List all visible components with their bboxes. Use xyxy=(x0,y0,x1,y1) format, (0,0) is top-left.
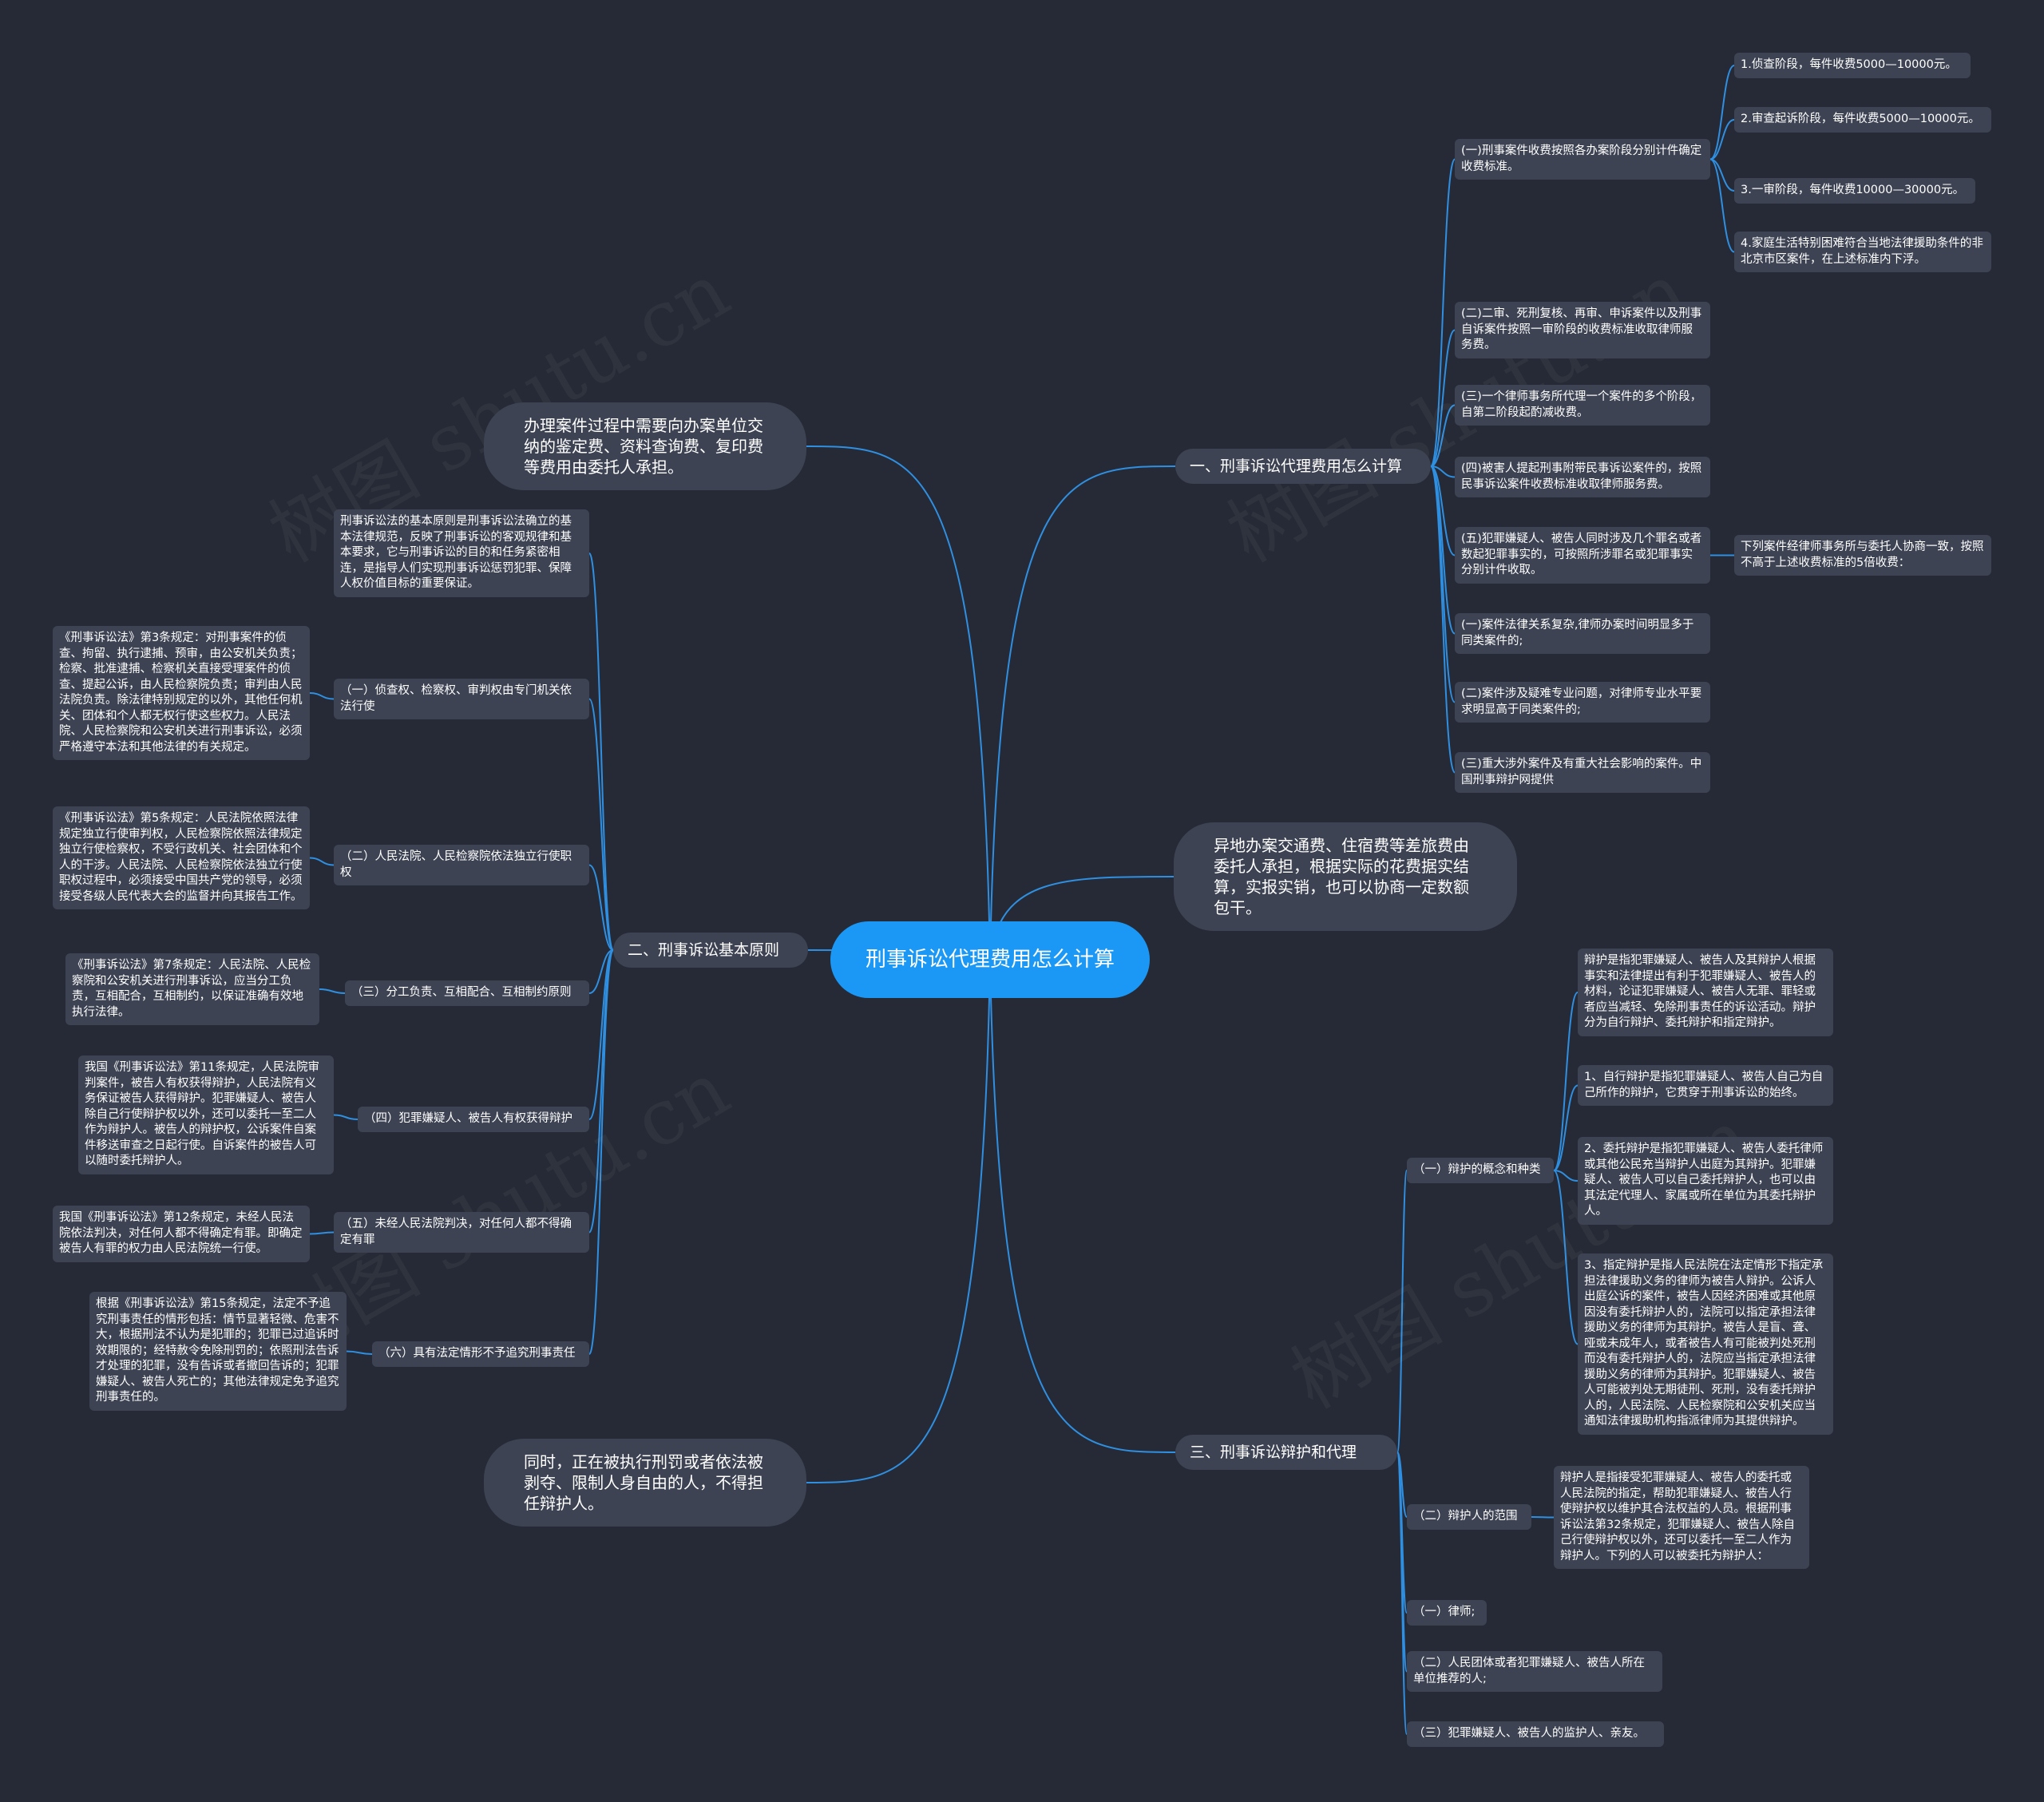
fee-stage-2[interactable]: 2.审查起诉阶段，每件收费5000—10000元。 xyxy=(1734,107,1991,133)
fee-stage-connector xyxy=(1709,119,1735,160)
root-connector xyxy=(806,446,991,960)
defense-type-connector xyxy=(1553,1084,1579,1171)
branch1-connector xyxy=(1430,404,1456,467)
root-connector xyxy=(989,959,1176,1453)
branch1-connector xyxy=(1430,465,1456,703)
fee-item-2[interactable]: (二)二审、死刑复核、再审、申诉案件以及刑事自诉案件按照一审阶段的收费标准收取律… xyxy=(1455,302,1710,358)
branch1-connector xyxy=(1430,465,1456,774)
fee-stage-connector xyxy=(1709,158,1735,192)
branch3-connector xyxy=(1396,1170,1408,1453)
branch2-connector xyxy=(588,949,614,1120)
principles-intro[interactable]: 刑事诉讼法的基本原则是刑事诉讼法确立的基本法律规范，反映了刑事诉讼的客观规律和基… xyxy=(334,509,589,597)
fee-stage-connector xyxy=(1709,65,1735,160)
fee-stage-connector xyxy=(1709,158,1735,253)
principle-detail-connector xyxy=(346,1350,373,1355)
branch-defense-agency[interactable]: 三、刑事诉讼辩护和代理 xyxy=(1175,1435,1397,1470)
branch2-connector xyxy=(588,552,614,951)
branch2-connector xyxy=(588,949,614,994)
fee-item-3[interactable]: (三)一个律师事务所代理一个案件的多个阶段，自第二阶段起酌减收费。 xyxy=(1455,385,1710,426)
fee-item-8[interactable]: (三)重大涉外案件及有重大社会影响的案件。中国刑事辩护网提供 xyxy=(1455,752,1710,793)
principle-3[interactable]: （三）分工负责、互相配合、互相制约原则 xyxy=(345,980,589,1006)
fee-item-6[interactable]: (一)案件法律关系复杂,律师办案时间明显多于同类案件的; xyxy=(1455,613,1710,654)
defense-concept-types[interactable]: （一）辩护的概念和种类 xyxy=(1407,1158,1554,1183)
defense-appointed[interactable]: 3、指定辩护是指人民法院在法定情形下指定承担法律援助义务的律师为被告人辩护。公诉… xyxy=(1578,1253,1833,1435)
branch-fee-calculation[interactable]: 一、刑事诉讼代理费用怎么计算 xyxy=(1175,449,1431,484)
branch-basic-principles[interactable]: 二、刑事诉讼基本原则 xyxy=(613,933,808,968)
fee-item-7[interactable]: (二)案件涉及疑难专业问题，对律师专业水平要求明显高于同类案件的; xyxy=(1455,682,1710,723)
floating-topic-fees[interactable]: 办理案件过程中需要向办案单位交纳的鉴定费、资料查询费、复印费等费用由委托人承担。 xyxy=(484,402,806,490)
principle-1-detail[interactable]: 《刑事诉讼法》第3条规定：对刑事案件的侦查、拘留、执行逮捕、预审，由公安机关负责… xyxy=(53,626,310,760)
branch1-connector xyxy=(1430,158,1456,467)
principle-detail-connector xyxy=(309,857,335,866)
root-connector xyxy=(806,959,991,1483)
defender-recommended[interactable]: （二）人民团体或者犯罪嫌疑人、被告人所在单位推荐的人; xyxy=(1407,1651,1662,1692)
principle-3-detail[interactable]: 《刑事诉讼法》第7条规定：人民法院、人民检察院和公安机关进行刑事诉讼，应当分工负… xyxy=(65,953,319,1025)
principle-5[interactable]: （五）未经人民法院判决，对任何人都不得确定有罪 xyxy=(334,1212,589,1253)
fee-item-1[interactable]: (一)刑事案件收费按照各办案阶段分别计件确定收费标准。 xyxy=(1455,139,1710,180)
principle-6[interactable]: （六）具有法定情形不予追究刑事责任 xyxy=(372,1341,589,1367)
fee-stage-3[interactable]: 3.一审阶段，每件收费10000—30000元。 xyxy=(1734,178,1975,204)
fee-item-5[interactable]: (五)犯罪嫌疑人、被告人同时涉及几个罪名或者数起犯罪事实的，可按照所涉罪名或犯罪… xyxy=(1455,527,1710,584)
branch1-connector xyxy=(1430,465,1456,478)
defender-scope-connector xyxy=(1531,1516,1555,1519)
principle-2-detail[interactable]: 《刑事诉讼法》第5条规定：人民法院依照法律规定独立行使审判权，人民检察院依照法律… xyxy=(53,806,310,909)
floating-topic-travel[interactable]: 异地办案交通费、住宿费等差旅费由委托人承担，根据实际的花费据实结算，实报实销，也… xyxy=(1174,822,1517,931)
principle-1[interactable]: （一）侦查权、检察权、审判权由专门机关依法行使 xyxy=(334,679,589,719)
principle-4[interactable]: （四）犯罪嫌疑人、被告人有权获得辩护 xyxy=(358,1107,589,1132)
fee-stage-4[interactable]: 4.家庭生活特别困难符合当地法律援助条件的非北京市区案件，在上述标准内下浮。 xyxy=(1734,232,1991,272)
defender-guardian[interactable]: （三）犯罪嫌疑人、被告人的监护人、亲友。 xyxy=(1407,1721,1664,1747)
branch2-connector xyxy=(588,864,614,951)
root-topic[interactable]: 刑事诉讼代理费用怎么计算 xyxy=(830,921,1150,998)
branch1-connector xyxy=(1430,465,1456,556)
principle-2[interactable]: （二）人民法院、人民检察院依法独立行使职权 xyxy=(334,845,589,885)
principle-5-detail[interactable]: 我国《刑事诉讼法》第12条规定，未经人民法院依法判决，对任何人都不得确定有罪。即… xyxy=(53,1206,310,1262)
defense-self[interactable]: 1、自行辩护是指犯罪嫌疑人、被告人自己为自己所作的辩护，它贯穿于刑事诉讼的始终。 xyxy=(1578,1065,1833,1106)
defense-type-connector xyxy=(1553,992,1579,1171)
principle-detail-connector xyxy=(309,1231,335,1235)
branch2-connector xyxy=(588,698,614,951)
defender-scope[interactable]: （二）辩护人的范围 xyxy=(1407,1504,1531,1530)
branch2-connector xyxy=(588,949,614,1355)
defender-scope-detail[interactable]: 辩护人是指接受犯罪嫌疑人、被告人的委托或人民法院的指定，帮助犯罪嫌疑人、被告人行… xyxy=(1554,1466,1809,1569)
principle-detail-connector xyxy=(309,692,335,700)
fee-item-5-note[interactable]: 下列案件经律师事务所与委托人协商一致，按照不高于上述收费标准的5倍收费： xyxy=(1734,535,1991,576)
defense-definition[interactable]: 辩护是指犯罪嫌疑人、被告人及其辩护人根据事实和法律提出有利于犯罪嫌疑人、被告人的… xyxy=(1578,949,1833,1036)
defender-lawyer[interactable]: （一）律师; xyxy=(1407,1600,1487,1626)
principle-detail-connector xyxy=(319,988,346,994)
branch3-connector xyxy=(1396,1452,1408,1735)
defense-type-connector xyxy=(1553,1170,1579,1182)
defense-type-connector xyxy=(1553,1170,1579,1345)
principle-detail-connector xyxy=(333,1114,358,1120)
fee-item-4[interactable]: (四)被害人提起刑事附带民事诉讼案件的，按照民事诉讼案件收费标准收取律师服务费。 xyxy=(1455,457,1710,497)
fee-stage-1[interactable]: 1.侦查阶段，每件收费5000—10000元。 xyxy=(1734,53,1971,78)
defense-entrusted[interactable]: 2、委托辩护是指犯罪嫌疑人、被告人委托律师或其他公民充当辩护人出庭为其辩护。犯罪… xyxy=(1578,1137,1833,1225)
principle-4-detail[interactable]: 我国《刑事诉讼法》第11条规定，人民法院审判案件，被告人有权获得辩护，人民法院有… xyxy=(78,1055,334,1174)
branch1-connector xyxy=(1430,329,1456,467)
principle-6-detail[interactable]: 根据《刑事诉讼法》第15条规定，法定不予追究刑事责任的情形包括：情节显著轻微、危… xyxy=(89,1292,347,1411)
root-connector xyxy=(989,465,1176,960)
floating-topic-restriction[interactable]: 同时，正在被执行刑罚或者依法被剥夺、限制人身自由的人，不得担任辩护人。 xyxy=(484,1439,806,1527)
